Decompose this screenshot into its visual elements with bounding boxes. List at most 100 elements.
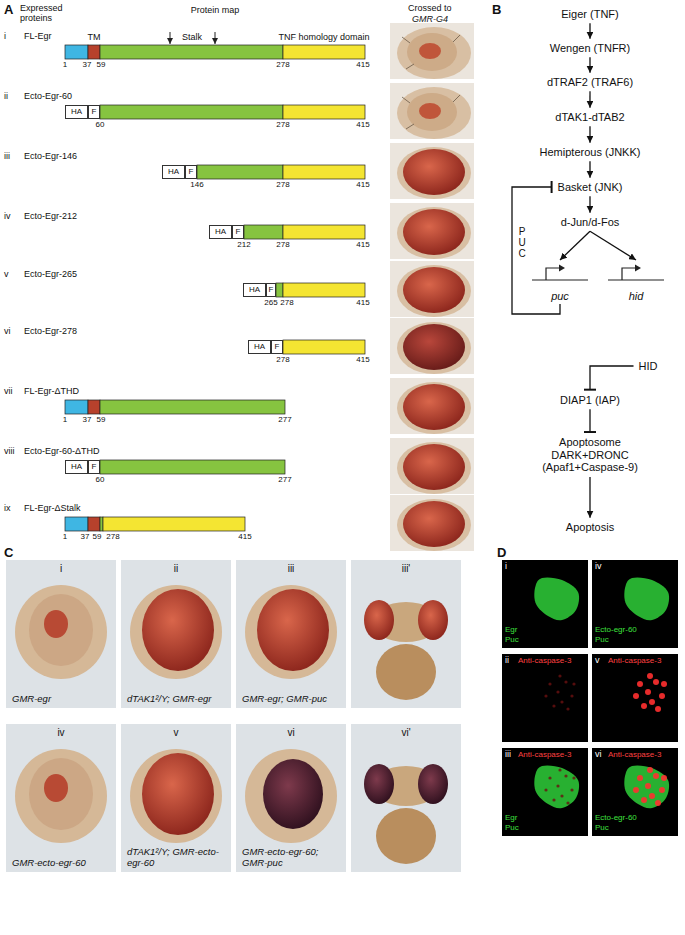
gene-body xyxy=(608,279,664,280)
caspase-signal xyxy=(633,787,639,793)
rough-eye xyxy=(407,93,457,131)
residue-number: 278 xyxy=(276,181,289,190)
ha-tag-box: HA xyxy=(209,225,232,239)
residue-number: 278 xyxy=(106,533,119,542)
activation-arrow xyxy=(589,126,590,142)
pathway-step: DIAP1 (IAP) xyxy=(557,393,623,408)
residue-number: 59 xyxy=(97,416,106,425)
domain-label: Stalk xyxy=(182,33,202,43)
fly-head xyxy=(397,87,471,139)
residue-number: 278 xyxy=(276,356,289,365)
micrograph-background xyxy=(502,560,588,648)
compound-eye xyxy=(403,324,465,370)
row-numeral: viii xyxy=(4,447,15,457)
compound-eye xyxy=(403,384,465,430)
protein-domain xyxy=(283,340,365,354)
fly-head xyxy=(397,322,471,374)
compound-eye xyxy=(142,589,214,671)
flag-tag-box: F xyxy=(232,225,244,239)
bristles xyxy=(402,35,460,69)
caspase-signal xyxy=(544,694,547,697)
ha-tag-box: HA xyxy=(162,165,185,179)
cleavage-arrow xyxy=(170,32,171,44)
micrograph-background xyxy=(592,654,678,742)
caspase-signal xyxy=(649,699,655,705)
promoter-arrow xyxy=(622,268,636,280)
construct-name: Ecto-Egr-265 xyxy=(24,270,77,280)
node-text: hid xyxy=(608,290,664,302)
compound-eye xyxy=(142,753,214,835)
fly-head xyxy=(397,442,471,494)
protein-domain xyxy=(244,225,283,239)
compound-eye xyxy=(418,600,448,640)
fly-head xyxy=(130,585,222,679)
node-text: F xyxy=(89,106,99,118)
photo-background xyxy=(390,378,474,434)
flag-tag-box: F xyxy=(266,283,276,297)
promoter-arrow xyxy=(546,268,560,280)
ha-tag-box: HA xyxy=(243,283,266,297)
compound-eye xyxy=(403,149,465,195)
residue-number: 278 xyxy=(276,241,289,250)
pathway-step: Wengen (TNFR) xyxy=(547,41,633,56)
node-text: HID xyxy=(639,360,658,373)
photo-background xyxy=(236,724,346,872)
activation-arrow xyxy=(589,161,590,177)
node-text: F xyxy=(272,341,282,353)
promoter-arrowhead xyxy=(635,265,641,272)
caspase-signal xyxy=(570,694,573,697)
node-text: dTRAF2 (TRAF6) xyxy=(547,76,633,89)
construct-name: Ecto-Egr-60-ΔTHD xyxy=(24,447,100,457)
compound-eye xyxy=(403,444,465,490)
inhibition-connector xyxy=(590,366,634,390)
micrograph-background xyxy=(592,560,678,648)
fly-thorax xyxy=(376,644,436,700)
cleavage-arrow xyxy=(215,32,216,44)
row-numeral: iv xyxy=(4,212,11,222)
construct-name: Ecto-Egr-278 xyxy=(24,327,77,337)
fly-head xyxy=(15,749,107,843)
node-text: F xyxy=(233,226,243,238)
caspase-signal xyxy=(637,775,643,781)
caspase-signal xyxy=(570,788,573,791)
protein-domain xyxy=(283,283,365,297)
gfp-signal xyxy=(534,577,579,620)
caspase-signal xyxy=(633,693,639,699)
caspase-signal xyxy=(558,768,561,771)
fly-head xyxy=(245,749,337,843)
row-numeral: ii xyxy=(4,92,8,102)
micrograph-background xyxy=(592,748,678,836)
construct-name: Ecto-Egr-146 xyxy=(24,152,77,162)
construct-name: Ecto-Egr-212 xyxy=(24,212,77,222)
panel-numeral: v xyxy=(173,727,180,738)
compound-eye xyxy=(263,759,323,829)
caspase-signal xyxy=(659,693,665,699)
activation-arrow xyxy=(589,196,590,212)
photo-background xyxy=(351,724,461,872)
panel-letter: B xyxy=(492,3,501,17)
caspase-signal xyxy=(661,681,667,687)
flag-tag-box: F xyxy=(88,105,100,119)
activation-arrow xyxy=(589,23,590,38)
residue-number: 415 xyxy=(356,299,369,308)
panel-numeral: ii xyxy=(173,563,179,574)
photo-background xyxy=(390,203,474,259)
panel-numeral: iv xyxy=(56,727,65,738)
node-text: F xyxy=(186,166,196,178)
protein-domain xyxy=(283,45,365,59)
caspase-signal xyxy=(556,690,559,693)
fly-head xyxy=(397,382,471,434)
micrograph-background xyxy=(502,654,588,742)
residue-number: 415 xyxy=(356,61,369,70)
protein-domain xyxy=(283,105,365,119)
residue-number: 415 xyxy=(356,356,369,365)
panel-numeral: i xyxy=(505,562,507,572)
node-text: HA xyxy=(210,226,231,238)
photo-background xyxy=(390,143,474,199)
caspase-signal xyxy=(548,776,551,779)
caspase-signal xyxy=(647,767,653,773)
row-numeral: iii xyxy=(4,152,10,162)
ha-tag-box: HA xyxy=(65,460,88,474)
caspase-signal xyxy=(653,773,659,779)
edge-label: PUC xyxy=(517,226,527,259)
